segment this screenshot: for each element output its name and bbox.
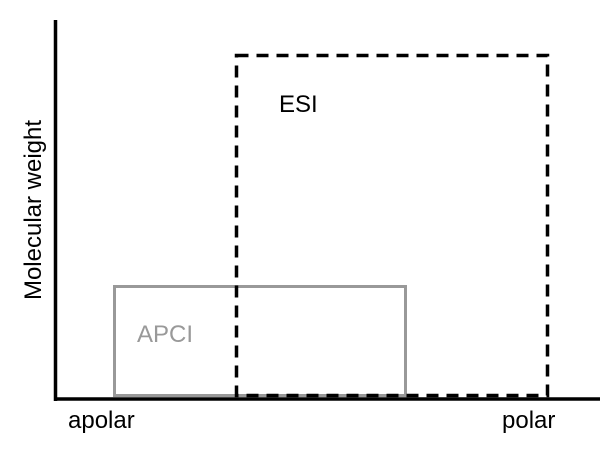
esi-label: ESI <box>279 91 318 118</box>
esi-region-box <box>234 53 550 398</box>
x-axis-left-label: apolar <box>68 407 135 434</box>
x-axis-right-label: polar <box>502 407 555 434</box>
apci-label: APCI <box>137 321 193 348</box>
apci-region-box <box>113 285 407 397</box>
y-axis-label: Molecular weight <box>20 120 47 300</box>
